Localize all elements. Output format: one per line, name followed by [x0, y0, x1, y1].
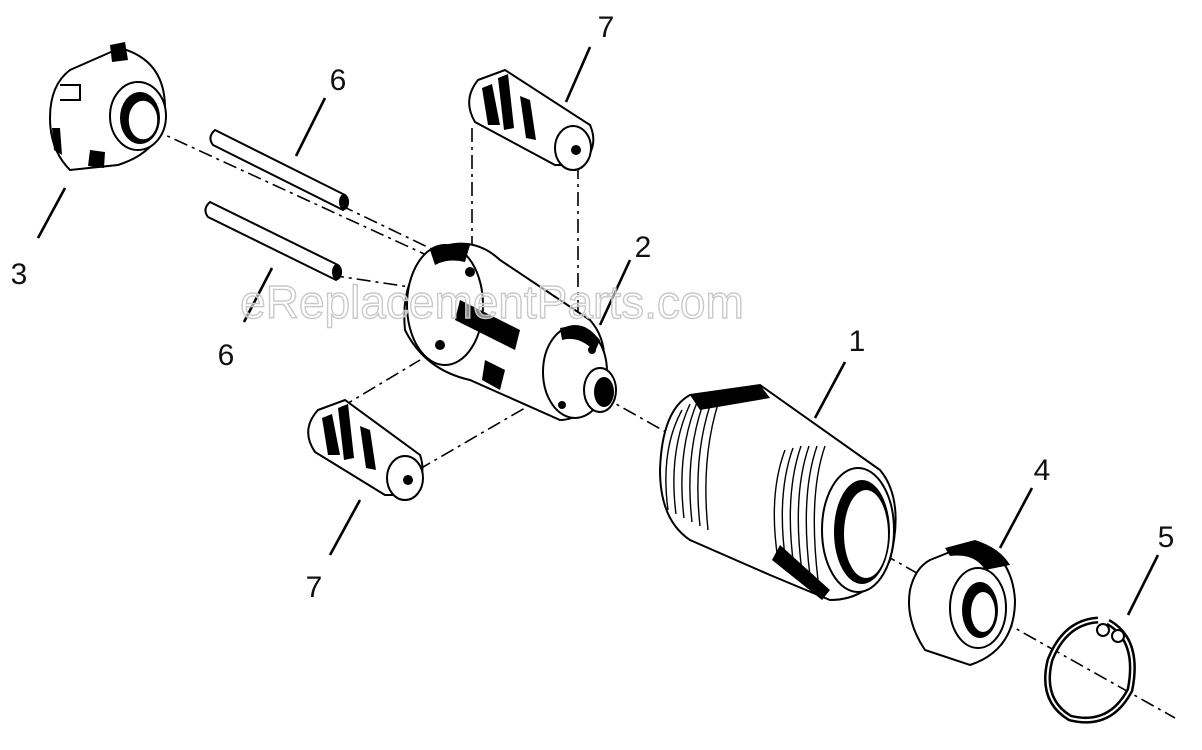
callout-part-5: 5 — [1158, 521, 1175, 554]
part-3-bushing — [48, 42, 167, 172]
part-2-carrier — [403, 242, 617, 422]
part-7-top-gear — [468, 68, 595, 171]
callout-part-2: 2 — [635, 231, 652, 264]
callout-part-7-top: 7 — [598, 11, 615, 44]
callout-part-1: 1 — [849, 325, 866, 358]
part-1-housing — [658, 383, 897, 602]
assembly-axis-lines — [149, 127, 1176, 719]
callout-part-6-bottom: 6 — [218, 339, 235, 372]
callout-part-4: 4 — [1034, 454, 1051, 487]
part-5-snap-ring — [1044, 616, 1136, 724]
part-4-bearing — [908, 540, 1017, 667]
leader-lines — [36, 46, 1160, 616]
callout-part-3: 3 — [11, 258, 28, 291]
watermark-text: eReplacementParts.com — [240, 276, 744, 328]
callout-part-7-bottom: 7 — [306, 571, 323, 604]
part-6-pins — [204, 128, 349, 282]
callout-part-6-top: 6 — [330, 64, 347, 97]
part-7-bottom-gear — [307, 398, 424, 501]
